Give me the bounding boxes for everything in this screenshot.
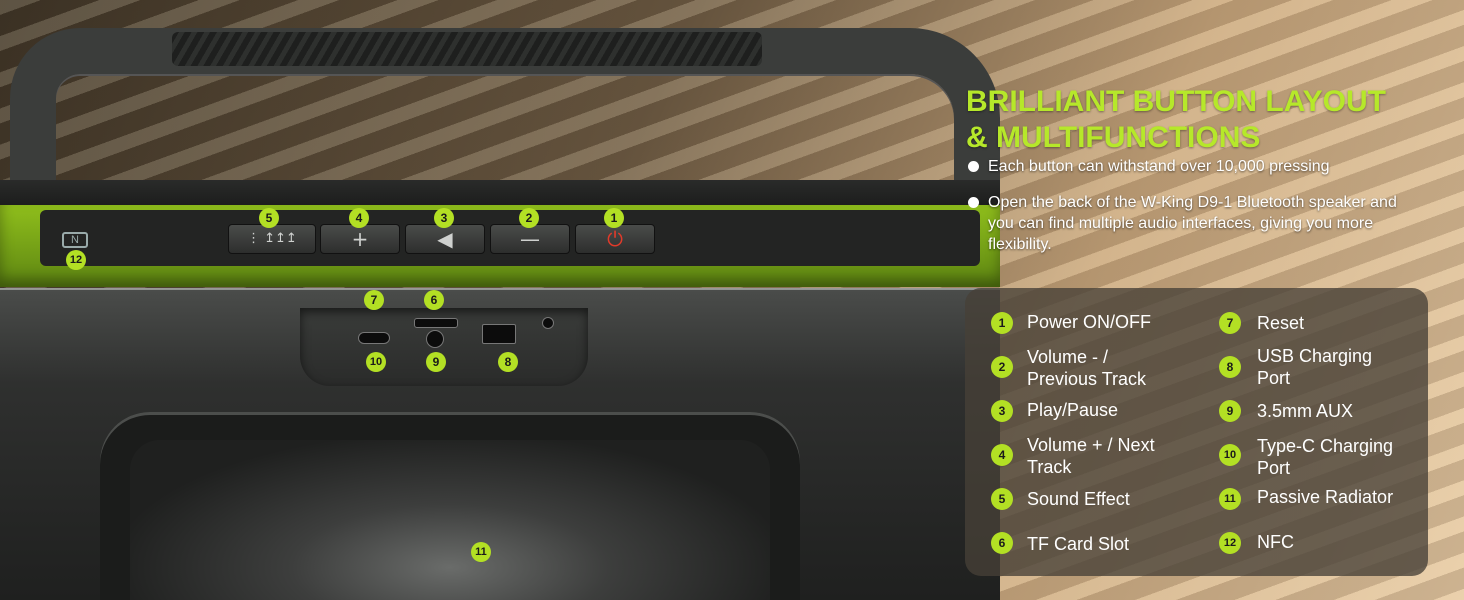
- sound-effect-icon: ⋮ ↥↥↥: [247, 231, 297, 246]
- handle-grip: [172, 32, 762, 66]
- speaker-illustration: ⋮ ↥↥↥ + ◀ — ⏻ N 1 2 3 4 5 6 7 8 9 10 11 …: [0, 28, 1000, 600]
- callout-8: 8: [498, 352, 518, 372]
- power-button[interactable]: ⏻: [575, 224, 655, 254]
- nfc-icon: N: [62, 232, 88, 248]
- headline-line-2: & MULTIFUNCTIONS: [966, 121, 1261, 154]
- volume-down-icon: —: [520, 227, 540, 251]
- type-c-port: [358, 332, 390, 344]
- volume-up-button[interactable]: +: [320, 224, 400, 254]
- callout-1: 1: [604, 208, 624, 228]
- legend-label-2: Volume - / Previous Track: [1027, 347, 1147, 389]
- legend-label-3: Play/Pause: [1027, 400, 1119, 420]
- legend-label-10: Type-C Charging Port: [1257, 436, 1394, 478]
- passive-radiator: [130, 440, 770, 600]
- legend-num-9: 9: [1219, 400, 1241, 422]
- legend-label-5: Sound Effect: [1027, 489, 1130, 509]
- legend-label-8: USB Charging Port: [1257, 346, 1373, 388]
- callout-12: 12: [66, 250, 86, 270]
- callout-11: 11: [471, 542, 491, 562]
- callout-9: 9: [426, 352, 446, 372]
- tf-card-slot: [414, 318, 458, 328]
- legend-label-12: NFC: [1257, 532, 1294, 552]
- power-icon: ⏻: [607, 227, 623, 251]
- bullet-1: Each button can withstand over 10,000 pr…: [968, 156, 1408, 177]
- legend-num-6: 6: [991, 532, 1013, 554]
- legend-num-5: 5: [991, 488, 1013, 510]
- callout-2: 2: [519, 208, 539, 228]
- sound-effect-button[interactable]: ⋮ ↥↥↥: [228, 224, 316, 254]
- aux-port: [426, 330, 444, 348]
- headline: BRILLIANT BUTTON LAYOUT & MULTIFUNCTIONS: [966, 84, 1436, 156]
- legend-num-8: 8: [1219, 356, 1241, 378]
- legend-label-1: Power ON/OFF: [1027, 312, 1152, 332]
- legend-num-2: 2: [991, 356, 1013, 378]
- play-pause-icon: ◀: [437, 227, 453, 251]
- legend-num-1: 1: [991, 312, 1013, 334]
- volume-up-icon: +: [351, 227, 369, 251]
- legend-num-7: 7: [1219, 312, 1241, 334]
- callout-5: 5: [259, 208, 279, 228]
- legend-num-3: 3: [991, 400, 1013, 422]
- callout-6: 6: [424, 290, 444, 310]
- reset-hole: [542, 317, 554, 329]
- legend-num-10: 10: [1219, 444, 1241, 466]
- legend-label-7: Reset: [1257, 313, 1305, 333]
- legend-num-12: 12: [1219, 532, 1241, 554]
- legend-label-11: Passive Radiator: [1257, 487, 1394, 507]
- legend-label-4: Volume + / Next Track: [1027, 435, 1155, 477]
- volume-down-button[interactable]: —: [490, 224, 570, 254]
- bullet-2: Open the back of the W-King D9-1 Bluetoo…: [968, 192, 1408, 255]
- callout-3: 3: [434, 208, 454, 228]
- legend-panel: [965, 288, 1428, 576]
- legend-num-4: 4: [991, 444, 1013, 466]
- legend-num-11: 11: [1219, 488, 1241, 510]
- callout-10: 10: [366, 352, 386, 372]
- callout-7: 7: [364, 290, 384, 310]
- play-pause-button[interactable]: ◀: [405, 224, 485, 254]
- legend-label-9: 3.5mm AUX: [1257, 401, 1354, 421]
- callout-4: 4: [349, 208, 369, 228]
- legend-label-6: TF Card Slot: [1027, 534, 1130, 554]
- headline-line-1: BRILLIANT BUTTON LAYOUT: [966, 85, 1386, 118]
- usb-port: [482, 324, 516, 344]
